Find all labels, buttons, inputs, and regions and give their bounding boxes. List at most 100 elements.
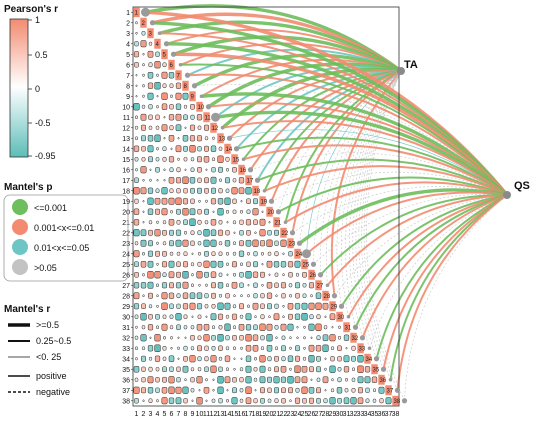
- cell-31-13: [218, 325, 223, 330]
- cell-32-25: [303, 336, 306, 340]
- cell-32-10: [197, 335, 202, 340]
- cell-20-1: [133, 208, 140, 215]
- cell-26-15: [232, 272, 237, 277]
- y-tick-16: 16: [122, 167, 130, 174]
- cell-8-3: [147, 82, 154, 89]
- cell-28-7: [176, 293, 181, 299]
- cell-37-35: [372, 388, 377, 393]
- cell-31-14: [224, 323, 231, 331]
- mantel-link-qs-19: [271, 171, 508, 202]
- cell-34-22: [281, 356, 286, 362]
- cell-18-3: [147, 187, 154, 194]
- cell-25-15: [231, 261, 238, 268]
- cell-38-2: [142, 399, 145, 402]
- cell-29-21: [274, 303, 279, 309]
- cell-20-15: [232, 209, 237, 214]
- cell-22-11: [203, 229, 210, 237]
- cell-34-15: [233, 357, 236, 360]
- cell-36-1: [134, 377, 139, 382]
- cell-11-9: [190, 114, 195, 120]
- colorbar-tick-0-5: 0.5: [35, 50, 48, 60]
- cell-34-32: [351, 355, 356, 362]
- cell-29-5: [161, 302, 168, 310]
- cell-28-5: [161, 292, 168, 300]
- cell-32-1: [134, 335, 139, 340]
- cell-37-33: [357, 387, 364, 394]
- p-swatch-0: [12, 199, 28, 215]
- cell-31-22: [280, 323, 287, 331]
- env-nodes: TA QS: [397, 59, 530, 199]
- cell-36-4: [155, 377, 160, 383]
- mantel-link-ta-38: [366, 70, 405, 401]
- cell-26-11: [204, 271, 209, 278]
- diag-label-13: 13: [219, 136, 226, 142]
- cell-27-25: [302, 283, 307, 288]
- cell-28-16: [240, 294, 243, 298]
- cell-17-10: [197, 177, 202, 183]
- cell-37-6: [168, 386, 175, 394]
- cell-13-9: [189, 135, 196, 142]
- cell-22-5: [162, 229, 167, 236]
- diag-dot-19: [268, 198, 275, 204]
- cell-17-1: [134, 177, 139, 183]
- diag-label-6: 6: [170, 63, 174, 69]
- diag-cell-29: [329, 301, 336, 312]
- diag-cell-26: [308, 269, 315, 280]
- cell-20-13: [217, 208, 224, 216]
- cell-30-22: [282, 315, 285, 319]
- cell-33-4: [154, 344, 161, 352]
- cell-32-23: [289, 336, 292, 340]
- diag-dot-27: [325, 283, 330, 288]
- cell-36-7: [176, 377, 181, 383]
- cell-24-17: [247, 252, 250, 256]
- cell-34-4: [154, 355, 161, 362]
- diag-label-20: 20: [268, 210, 275, 216]
- y-tick-2: 2: [126, 20, 130, 27]
- cell-25-22: [280, 261, 287, 268]
- diag-cell-24: [294, 248, 301, 259]
- cell-33-26: [308, 344, 315, 352]
- cell-27-17: [247, 284, 250, 287]
- cell-27-23: [288, 283, 293, 288]
- cell-23-9: [190, 240, 195, 246]
- cell-20-17: [246, 209, 251, 214]
- node-qs: QS: [503, 180, 530, 199]
- p-label-2: 0.01<x<=0.05: [34, 243, 89, 253]
- cell-38-10: [196, 397, 203, 405]
- cell-38-19: [260, 398, 265, 404]
- colorbar-tick-0: 0: [35, 84, 40, 94]
- cell-5-2: [142, 53, 145, 56]
- cell-16-1: [135, 168, 138, 172]
- cell-13-2: [141, 135, 146, 142]
- cell-17-5: [163, 179, 166, 182]
- cell-19-16: [240, 200, 243, 203]
- cell-23-16: [239, 240, 244, 247]
- cell-29-9: [189, 302, 196, 310]
- cell-32-31: [343, 334, 350, 341]
- cell-14-12: [210, 145, 217, 152]
- cell-34-21: [274, 355, 279, 362]
- cell-29-11: [204, 304, 209, 309]
- cell-30-18: [254, 315, 257, 319]
- cell-28-17: [247, 294, 250, 298]
- cell-22-2: [140, 229, 147, 237]
- cell-5-3: [147, 50, 154, 58]
- x-tick-6: 6: [170, 411, 174, 418]
- diag-label-23: 23: [289, 241, 296, 247]
- mantel-link-ta-17: [256, 70, 402, 181]
- cell-14-2: [141, 146, 146, 152]
- cell-36-5: [162, 376, 167, 383]
- cell-32-18: [252, 334, 259, 341]
- y-tick-10: 10: [122, 104, 130, 111]
- cell-36-32: [351, 377, 356, 382]
- cell-32-13: [217, 334, 224, 342]
- cell-15-14: [225, 156, 230, 162]
- diag-label-17: 17: [247, 178, 254, 184]
- mantel-links: [145, 4, 509, 401]
- cell-8-2: [142, 84, 145, 88]
- cell-18-16: [238, 187, 245, 195]
- cell-36-14: [224, 376, 231, 384]
- cell-22-18: [254, 231, 257, 234]
- x-tick-17: 17: [245, 411, 253, 418]
- cell-24-1: [133, 250, 140, 258]
